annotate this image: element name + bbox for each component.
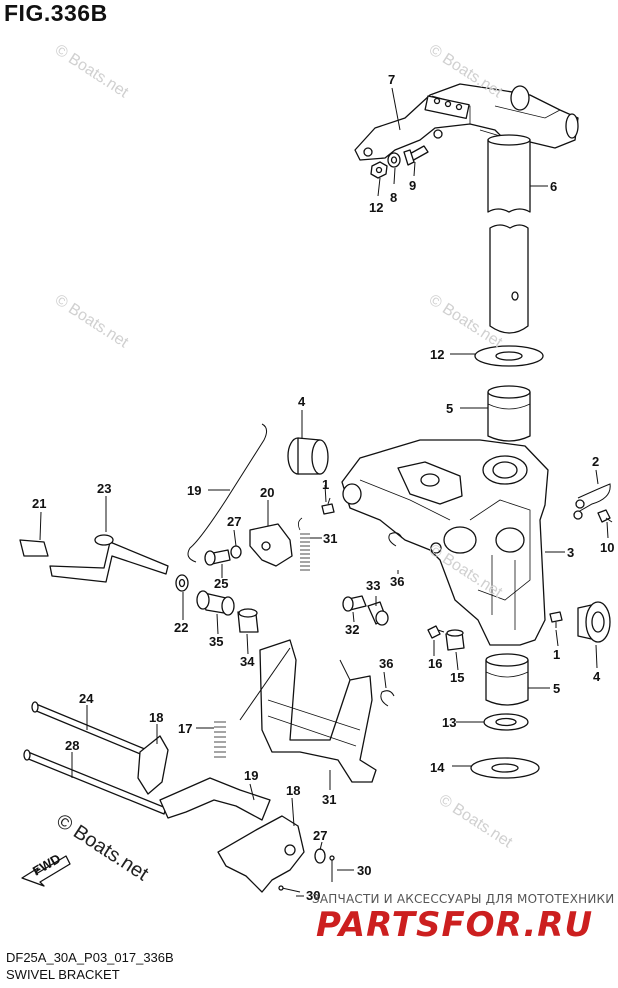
callout-8: 8 — [390, 190, 397, 205]
callout-29: 28 — [65, 738, 79, 753]
callout-25: 24 — [79, 691, 94, 706]
grease-fitting-1-upper — [321, 497, 335, 515]
callout-22: 21 — [32, 496, 46, 511]
bushing-35 — [196, 590, 235, 616]
callout-26: 25 — [214, 576, 228, 591]
callout-28: 27 — [313, 828, 327, 843]
callout-30-left: 30 — [306, 888, 320, 903]
washer-28 — [314, 848, 326, 864]
nut-11 — [370, 161, 388, 179]
bracket-21 — [249, 523, 293, 567]
bushing-4-right — [577, 601, 611, 643]
callout-13: 13 — [442, 715, 456, 730]
callout-20: 19 — [187, 483, 201, 498]
stopper-19 — [137, 735, 169, 795]
washer-12-lower — [470, 757, 540, 779]
tilt-rod-31 — [259, 639, 377, 783]
rod-25 — [31, 701, 153, 759]
callout-18: 19 — [244, 768, 258, 783]
bushing-34-upper — [367, 601, 389, 626]
bushing-34-lower — [237, 608, 259, 633]
callout-9: 9 — [409, 178, 416, 193]
leader-lines — [39, 87, 609, 897]
callout-16: 17 — [178, 721, 192, 736]
rod-29 — [23, 749, 167, 815]
callout-4-right: 4 — [593, 669, 601, 684]
callout-10: 10 — [600, 540, 614, 555]
steering-tube-6 — [487, 134, 531, 334]
callout-5-upper: 5 — [446, 401, 453, 416]
callout-11: 12 — [369, 200, 383, 215]
callout-2: 2 — [592, 454, 599, 469]
spring-32 — [298, 517, 310, 571]
bushing-5-lower — [485, 653, 529, 706]
circlip-36-upper — [388, 532, 403, 547]
figure-title: FIG.336B — [4, 0, 108, 26]
bolt-9 — [403, 145, 429, 166]
figure-code: DF25A_30A_P03_017_336B — [6, 950, 174, 965]
screw-15 — [427, 625, 445, 639]
callout-7: 7 — [388, 72, 395, 87]
callout-23: 22 — [174, 620, 188, 635]
washer-12-upper — [474, 345, 544, 367]
callout-31: 31 — [322, 792, 336, 807]
reverse-lock-18 — [159, 777, 271, 821]
callout-21: 20 — [260, 485, 274, 500]
knob-22 — [19, 539, 49, 557]
pin-30-left — [278, 885, 301, 893]
washer-23 — [175, 574, 189, 592]
bushing-4-left — [287, 437, 329, 475]
bolt-26 — [204, 549, 231, 566]
callout-15: 16 — [428, 656, 442, 671]
callout-3: 3 — [567, 545, 574, 560]
callout-14: 15 — [450, 670, 464, 685]
washer-27 — [230, 545, 242, 559]
callout-34-lower: 34 — [240, 654, 255, 669]
hook-17 — [217, 815, 305, 893]
fwd-arrow: FWD — [21, 851, 71, 887]
callout-12-lower: 14 — [430, 760, 445, 775]
callout-5-lower: 5 — [553, 681, 560, 696]
swivel-bracket-3 — [341, 439, 549, 646]
screw-10 — [597, 509, 613, 523]
callout-19: 18 — [149, 710, 163, 725]
washer-8 — [387, 152, 401, 168]
callout-32: 31 — [323, 531, 337, 546]
washer-13 — [483, 713, 529, 731]
callout-33: 32 — [345, 622, 359, 637]
bushing-5-upper — [487, 385, 531, 442]
bolt-33 — [342, 595, 367, 612]
callout-1-upper: 1 — [322, 477, 329, 492]
callout-35: 35 — [209, 634, 223, 649]
grease-fitting-1-lower — [549, 611, 563, 628]
circlip-36-lower — [380, 690, 395, 707]
callout-1-lower: 1 — [553, 647, 560, 662]
figure-name: SWIVEL BRACKET — [6, 967, 120, 982]
stopper-14 — [445, 629, 465, 651]
callout-36-upper: 36 — [390, 574, 404, 589]
spring-wire-20 — [187, 423, 268, 563]
clip-2 — [573, 483, 611, 520]
callout-12-upper: 12 — [430, 347, 444, 362]
steering-bracket-7 — [354, 83, 579, 161]
pin-30-right — [329, 855, 335, 882]
tilt-lever-24 — [49, 534, 169, 583]
shop-brand-logo: PARTSFOR.RU — [316, 905, 594, 945]
callout-36-lower: 36 — [379, 656, 393, 671]
callout-17: 18 — [286, 783, 300, 798]
callout-6: 6 — [550, 179, 557, 194]
shop-tagline: ЗАПЧАСТИ И АКСЕССУАРЫ ДЛЯ МОТОТЕХНИКИ — [312, 892, 615, 906]
callout-numbers: 7 8 9 12 6 12 5 4 2 10 3 1 1 4 5 13 14 1… — [32, 72, 614, 903]
callout-30-right: 30 — [357, 863, 371, 878]
callout-27: 27 — [227, 514, 241, 529]
callout-24: 23 — [97, 481, 111, 496]
callout-34-upper: 33 — [366, 578, 380, 593]
callout-4-left: 4 — [298, 394, 306, 409]
spring-16 — [214, 721, 226, 758]
